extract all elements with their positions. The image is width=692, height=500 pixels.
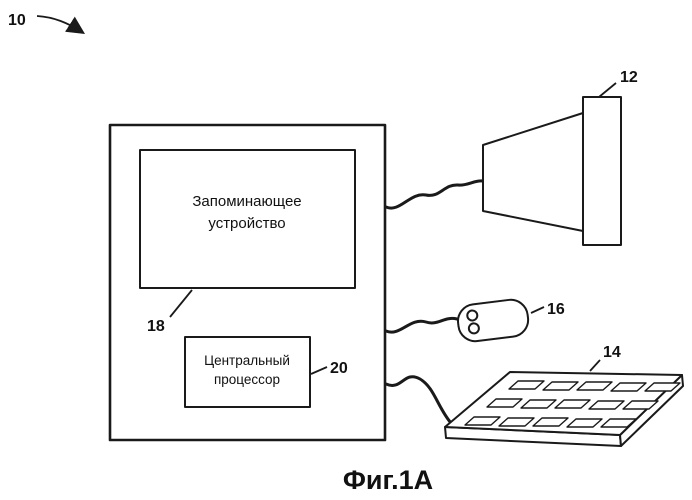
ref-18-leader [169, 289, 193, 318]
monitor-funnel [482, 112, 584, 232]
monitor-back-panel [582, 96, 622, 246]
ref-label-18: 18 [147, 318, 165, 335]
ref-label-16: 16 [547, 301, 565, 318]
monitor [482, 96, 622, 246]
cpu-box [184, 336, 311, 408]
ref-12-leader [598, 82, 617, 98]
memory-label-line2: устройство [208, 215, 285, 232]
figure-caption: Фиг.1А [343, 465, 433, 495]
mouse-button-top [466, 309, 479, 322]
ref-label-10: 10 [8, 12, 26, 29]
ref-14-leader [589, 359, 601, 372]
ref-label-14: 14 [603, 344, 621, 361]
keyboard-cable [384, 375, 453, 425]
memory-box [139, 149, 356, 289]
mouse-cable [384, 316, 459, 334]
mouse [457, 298, 530, 343]
mouse-body [457, 298, 530, 343]
memory-label-line1: Запоминающее [192, 193, 301, 210]
ref-16-leader [530, 306, 545, 314]
cpu-label-line1: Центральный [204, 353, 290, 368]
ref-10-arrow [36, 15, 86, 34]
ref-label-20: 20 [330, 360, 348, 377]
ref-20-leader [310, 366, 328, 375]
mouse-button-bottom [467, 322, 480, 335]
monitor-cable [384, 179, 485, 210]
ref-label-12: 12 [620, 69, 638, 86]
cpu-label-line2: процессор [214, 372, 280, 387]
keyboard-keys [464, 380, 681, 428]
keyboard [444, 371, 684, 447]
